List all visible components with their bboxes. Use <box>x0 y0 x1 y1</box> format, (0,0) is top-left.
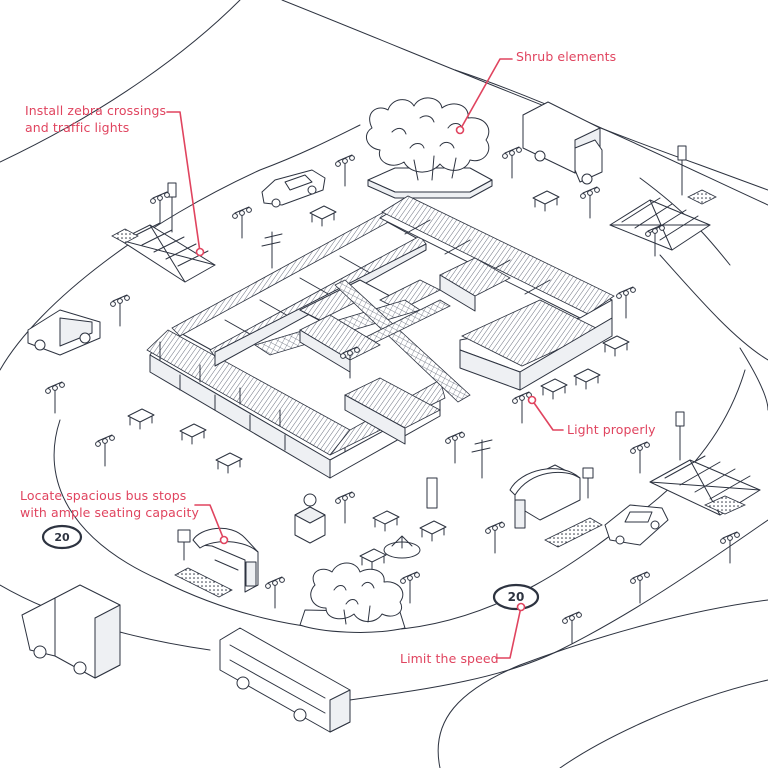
truck-top-right <box>522 101 603 185</box>
street-lamp <box>645 224 665 257</box>
market-building <box>146 195 615 479</box>
zebra-crossing-lower-right <box>649 455 761 516</box>
bench <box>127 408 155 430</box>
street-lamp <box>562 611 582 644</box>
street-lamp <box>512 391 532 424</box>
street-lamp <box>150 191 170 224</box>
annotation-zebra-crossings: Install zebra crossings and traffic ligh… <box>25 103 167 135</box>
speed-sign-bottom: 20 <box>492 583 540 611</box>
street-lamps <box>45 146 740 644</box>
street-lamp <box>335 491 355 524</box>
street-lamp <box>95 434 115 467</box>
bench <box>309 205 337 227</box>
bus-stop-right <box>509 464 603 548</box>
fountain-roundabout <box>383 535 421 559</box>
street-lamp <box>616 286 636 319</box>
annotation-bus-stops: Locate spacious bus stops with ample sea… <box>20 488 199 520</box>
benches-and-tables <box>127 190 630 570</box>
annotation-shrub-elements: Shrub elements <box>516 49 617 64</box>
street-lamp <box>335 154 355 187</box>
shrub-planter-top <box>365 97 493 199</box>
bench <box>359 548 387 570</box>
car-top-left <box>261 169 326 208</box>
street-lamp <box>630 571 650 604</box>
street-lamp <box>265 576 285 609</box>
bench <box>215 452 243 474</box>
speed-sign-left-text: 20 <box>54 531 70 544</box>
car-bottom-right <box>604 504 669 546</box>
shrub-planter-bottom <box>299 562 406 633</box>
annotation-leaders <box>166 58 564 659</box>
street-lamp <box>720 531 740 564</box>
bench <box>573 368 601 390</box>
speed-sign-left: 20 <box>41 524 83 550</box>
bus-bottom <box>219 627 351 733</box>
bus-stop-left <box>174 527 259 598</box>
bench <box>419 520 447 542</box>
directional-signs <box>177 231 594 561</box>
bench <box>179 423 207 445</box>
zebra-crossing-left <box>111 222 216 283</box>
street-lamp <box>502 146 522 179</box>
bench <box>532 190 560 212</box>
bench <box>540 378 568 400</box>
speed-sign-bottom-text: 20 <box>508 590 525 604</box>
street-lamp <box>580 186 600 219</box>
street-lamp <box>232 206 252 239</box>
street-lamp <box>340 346 360 379</box>
street-lamp <box>485 521 505 554</box>
street-lamp <box>45 381 65 414</box>
bench <box>372 510 400 532</box>
street-lamp <box>400 571 420 604</box>
zebra-crossing-right <box>609 189 717 251</box>
traffic-lights <box>167 145 687 461</box>
street-lamp <box>110 294 130 327</box>
annotation-limit-speed: Limit the speed <box>400 651 499 666</box>
kiosk <box>294 493 326 544</box>
bench <box>602 335 630 357</box>
truck-bottom-left <box>21 584 121 679</box>
pickup-left <box>27 309 101 356</box>
annotation-light-properly: Light properly <box>567 422 656 437</box>
street-lamp <box>630 441 650 474</box>
street-lamp <box>445 431 465 464</box>
